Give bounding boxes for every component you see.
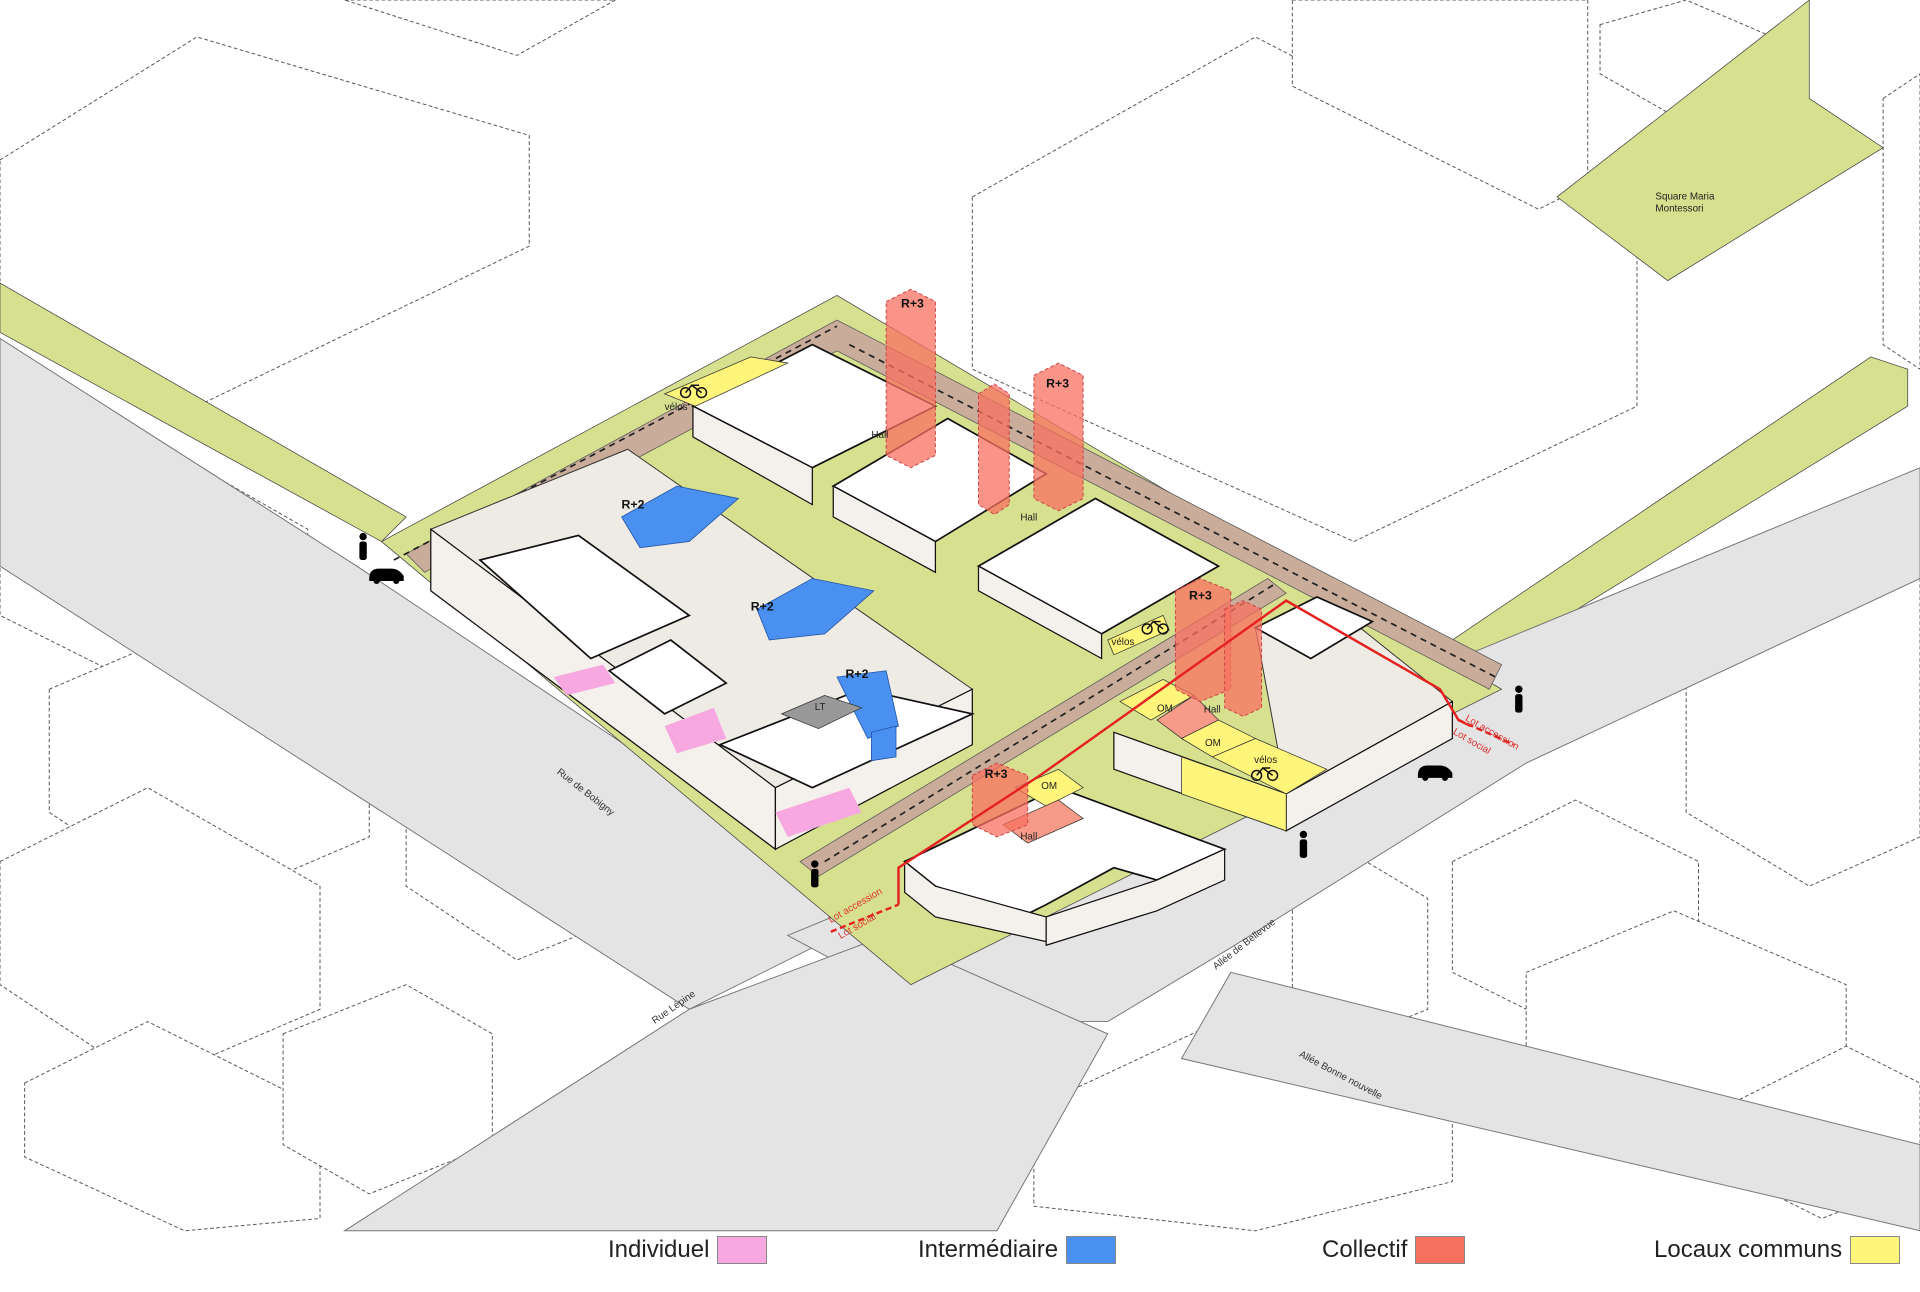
legend-item-individuel: Individuel xyxy=(608,1236,768,1264)
label-r3: R+3 xyxy=(1189,588,1212,602)
legend-item-collectif: Collectif xyxy=(1322,1236,1466,1264)
square-name-line2: Montessori xyxy=(1655,204,1703,215)
label-om: OM xyxy=(1205,738,1221,749)
label-lt: LT xyxy=(815,702,826,713)
bike-icon xyxy=(679,384,708,399)
square-name-line1: Square Maria xyxy=(1655,191,1715,202)
path-north xyxy=(405,319,1503,690)
site-parcel xyxy=(380,294,1503,986)
car-icon xyxy=(1417,765,1453,781)
building-west xyxy=(429,448,976,851)
label-r3: R+3 xyxy=(1046,377,1069,391)
legend-label: Locaux communs xyxy=(1654,1236,1843,1263)
legend-label: Collectif xyxy=(1322,1236,1408,1263)
legend-swatch xyxy=(1415,1236,1466,1264)
legend-swatch xyxy=(1850,1236,1901,1264)
label-om: OM xyxy=(1157,703,1173,714)
building-south xyxy=(903,768,1227,947)
legend-label: Individuel xyxy=(608,1236,710,1263)
car-icon xyxy=(369,568,404,585)
building-east xyxy=(1113,595,1454,832)
collectif-towers xyxy=(885,288,1263,838)
label-hall: Hall xyxy=(1020,513,1037,524)
label-velos: vélos xyxy=(1254,755,1277,766)
pedestrian-icon xyxy=(1299,830,1308,858)
legend-item-intermediaire: Intermédiaire xyxy=(918,1236,1117,1264)
legend-item-locaux-communs: Locaux communs xyxy=(1654,1236,1901,1264)
pedestrian-icon xyxy=(811,860,819,888)
bike-icon xyxy=(1250,767,1279,782)
label-r2: R+2 xyxy=(751,599,774,613)
label-r3: R+3 xyxy=(901,297,924,311)
pedestrian-icon xyxy=(359,532,367,561)
label-r2: R+2 xyxy=(622,497,645,511)
legend-label: Intermédiaire xyxy=(918,1236,1059,1263)
bike-icon xyxy=(1141,620,1169,635)
label-hall: Hall xyxy=(1020,831,1037,842)
legend-swatch xyxy=(1066,1236,1117,1264)
label-om: OM xyxy=(1041,781,1057,792)
legend: Individuel Intermédiaire Collectif Locau… xyxy=(0,1236,1920,1282)
label-velos: vélos xyxy=(665,402,688,413)
square-maria-montessori xyxy=(1556,0,1884,282)
label-hall: Hall xyxy=(1204,705,1221,716)
legend-swatch xyxy=(717,1236,768,1264)
label-hall: Hall xyxy=(871,430,888,441)
label-r3: R+3 xyxy=(985,767,1008,781)
label-r2: R+2 xyxy=(846,667,869,681)
label-velos: vélos xyxy=(1111,637,1134,648)
pedestrian-icon xyxy=(1515,685,1523,713)
